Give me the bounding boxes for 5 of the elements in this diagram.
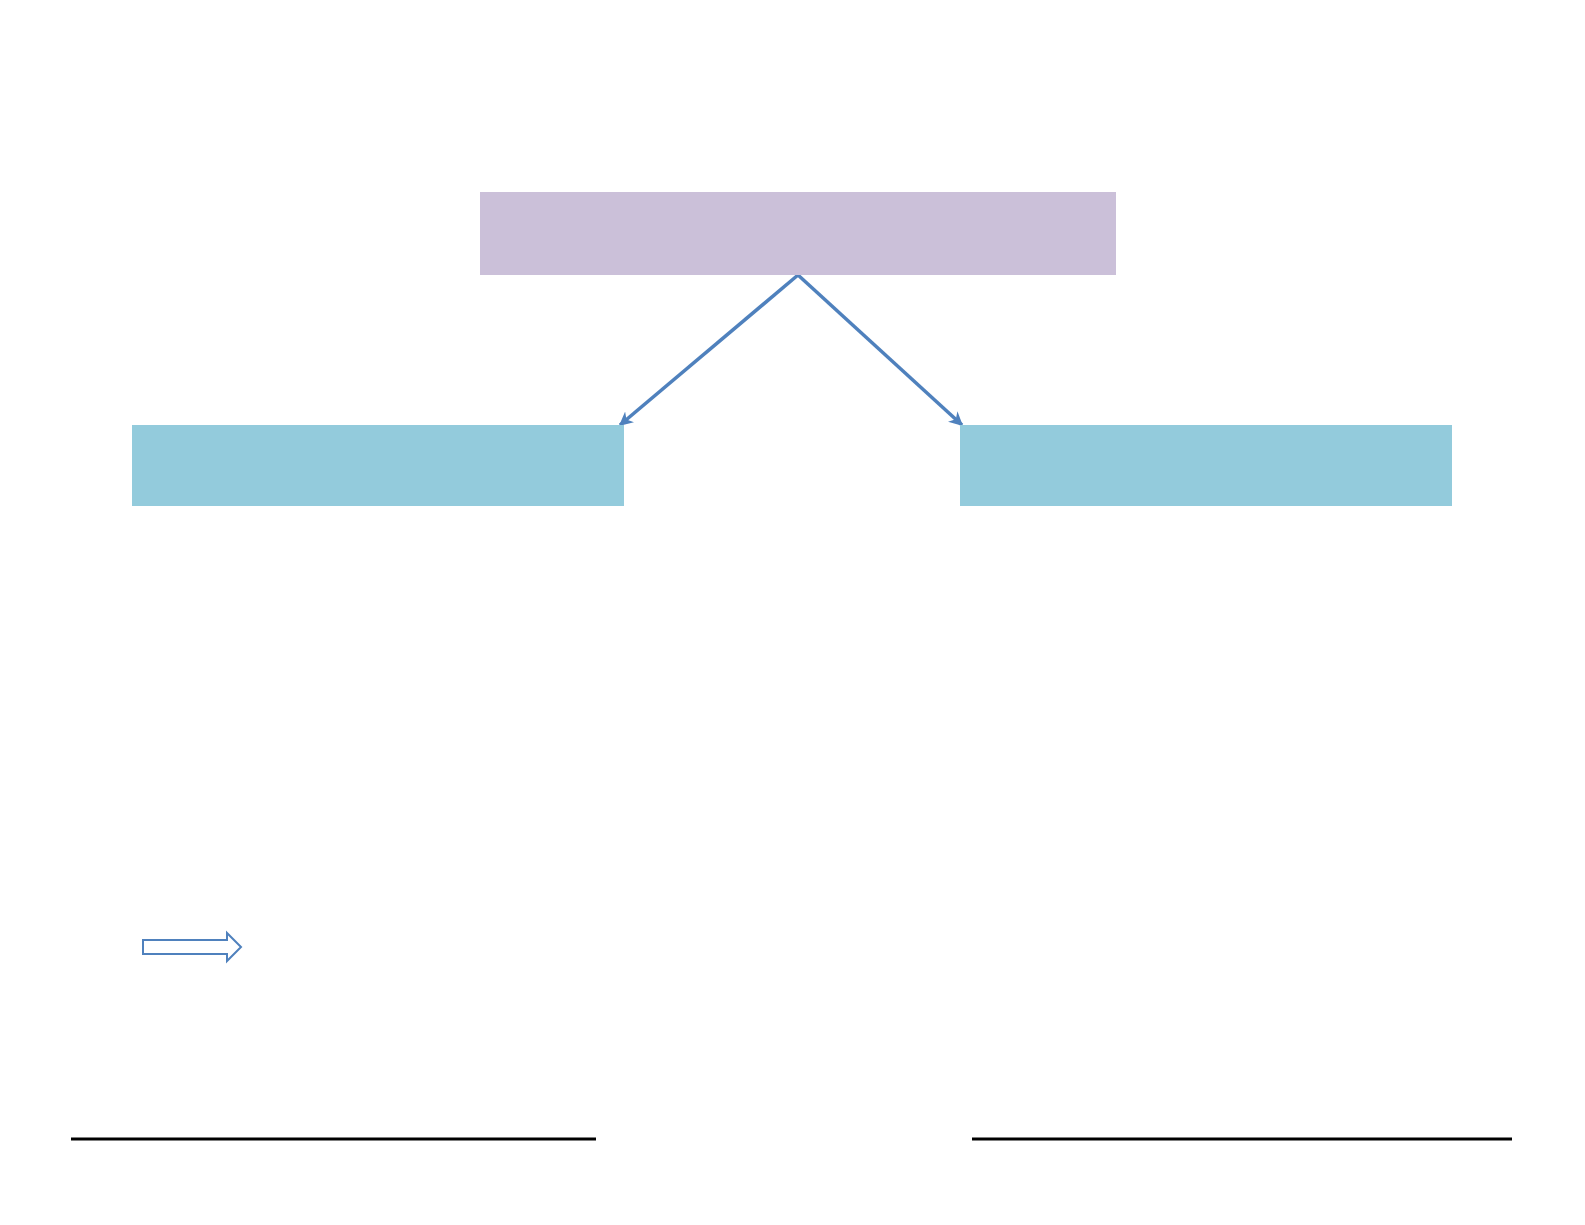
arrow <box>796 273 964 427</box>
empty-box <box>480 192 1116 275</box>
empty-box <box>132 425 624 506</box>
empty-box <box>960 425 1452 506</box>
arrow <box>618 273 800 427</box>
